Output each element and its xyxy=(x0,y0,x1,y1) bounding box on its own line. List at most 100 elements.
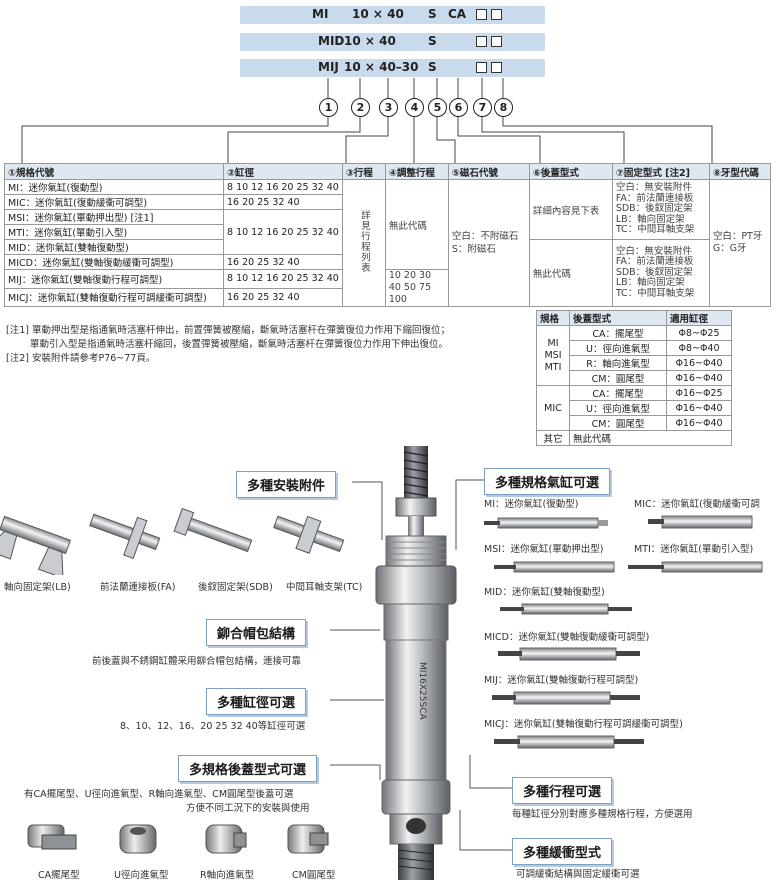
note-1b: 單動引入型是指通氣時活塞杆縮回，後置彈簧被壓縮，斷氣時活塞杆在彈簧復位力作用下伸… xyxy=(30,339,449,350)
strokes-desc: 每種缸徑分別對應多種規格行程，方便選用 xyxy=(512,809,693,820)
bore-cell: 8 10 12 16 20 25 32 40 xyxy=(223,209,343,255)
mount-option: 空白：無安裝附件 xyxy=(615,182,692,194)
bores-desc: 8、10、12、16、20 25 32 40等缸徑可選 xyxy=(120,721,306,732)
mini-cylinder-illustration: MI16X25SCA xyxy=(375,446,457,880)
accessory-label-fa: 前法蘭連接板(FA) xyxy=(100,582,176,593)
circled-number-1: 1 xyxy=(319,98,338,117)
code-s: S xyxy=(428,60,437,74)
cap-type: 無此代碼 xyxy=(569,430,732,446)
cylinder-label-mic: MIC：迷你氣缸(復動緩衝可調 xyxy=(634,499,760,510)
model-cell: MICJ：迷你氣缸(雙軸復動行程可調緩衝可調型) xyxy=(4,287,224,307)
header-thread: ⑧牙型代碼 xyxy=(708,163,771,180)
cap-bore: Φ16~Φ40 xyxy=(666,400,732,416)
fa-flange-icon xyxy=(89,513,161,560)
bore-cell: 16 20 25 32 40 xyxy=(223,194,343,210)
cap-type: CM：圓尾型 xyxy=(569,415,667,431)
code-boxes xyxy=(474,60,504,74)
bore-cell: 16 20 25 32 40 xyxy=(223,254,343,270)
cover-illustrations xyxy=(27,824,329,854)
magnet-cell: 空白：不附磁石 S：附磁石 xyxy=(447,179,530,307)
cover-type-table: 規格 後蓋型式 適用缸徑 MI MSI MTI CA：擺尾型 Φ8~Φ25 U：… xyxy=(536,310,732,446)
code-base: MIJ xyxy=(318,60,339,74)
cylinder-mi-icon xyxy=(484,517,608,529)
cylinder-mic-icon xyxy=(648,515,753,529)
cap-bore: Φ8~Φ25 xyxy=(666,325,732,341)
cap-type: CA：擺尾型 xyxy=(569,385,667,401)
cylinder-msi-icon xyxy=(494,561,615,573)
circled-number-3: 3 xyxy=(379,98,398,117)
model-code-table: ①規格代號 ②缸徑 ③行程 ④調整行程 ⑤磁石代號 ⑥後蓋型式 ⑦固定型式 [注… xyxy=(4,163,771,307)
circled-number-5: 5 xyxy=(428,98,447,117)
stroke-cell: 詳見行程列表 xyxy=(358,210,370,273)
mount-cell-2: 空白：無安裝附件 FA：前法蘭連接板 SDB：後釵固定架 LB：軸向固定架 TC… xyxy=(611,239,710,307)
code-base: MI xyxy=(312,7,329,21)
callout-bores: 多種缸徑可選 xyxy=(206,688,307,715)
cap-header: 規格 xyxy=(536,310,570,326)
thread-cell: 空白：PT牙 G：G牙 xyxy=(708,179,771,307)
accessory-label-sdb: 後釵固定架(SDB) xyxy=(198,582,273,593)
code-boxes xyxy=(474,34,504,48)
circled-number-6: 6 xyxy=(449,98,468,117)
header-stroke: ③行程 xyxy=(341,163,386,180)
accessory-label-tc: 中間耳軸支架(TC) xyxy=(286,582,363,593)
bore-cell: 16 20 25 32 40 xyxy=(223,287,343,307)
cylinder-label-micj: MICJ：迷你氣缸(雙軸復動行程可調緩衝可調型) xyxy=(484,719,683,730)
cylinder-label-mid: MID：迷你氣缸(雙軸復動型) xyxy=(484,587,605,598)
circled-number-7: 7 xyxy=(473,98,492,117)
callout-specs: 多種規格氣缸可選 xyxy=(484,468,611,495)
model-cell: MSI：迷你氣缸(單動押出型) [注1] xyxy=(4,209,224,225)
mount-option: TC：中間耳軸支架 xyxy=(615,224,695,236)
covers-desc-1: 有CA擺尾型、U徑向進氣型、R軸向進氣型、CM圓尾型後蓋可選 xyxy=(24,789,294,800)
riveted-desc: 前後蓋與不銹鋼缸體采用鉚合帽包結構，連接可靠 xyxy=(92,656,302,667)
cover-none-cell: 無此代碼 xyxy=(528,239,613,307)
cushion-desc: 可調緩衝結構與固定緩衝可選 xyxy=(516,869,640,880)
cylinder-micd-icon xyxy=(498,647,640,661)
code-bar-mid: MID 10 × 40 S xyxy=(240,33,545,51)
mount-option: FA：前法蘭連接板 xyxy=(615,192,694,204)
cap-group: MI MSI MTI xyxy=(536,325,570,386)
mount-cell-1: 空白：無安裝附件 FA：前法蘭連接板 SDB：後釵固定架 LB：軸向固定架 TC… xyxy=(611,179,710,240)
code-s: S xyxy=(428,34,437,48)
cap-header: 後蓋型式 xyxy=(569,310,667,326)
sdb-bracket-icon xyxy=(173,507,253,553)
cap-group: 其它 xyxy=(536,430,570,446)
cap-bore: Φ8~Φ40 xyxy=(666,340,732,356)
header-magnet: ⑤磁石代號 xyxy=(447,163,530,180)
ca-cover-icon xyxy=(27,824,77,850)
cylinder-variant-illustrations xyxy=(484,515,763,749)
cap-bore: Φ16~Φ40 xyxy=(666,355,732,371)
cylinder-mij-icon xyxy=(492,691,640,705)
cap-bore: Φ16~Φ40 xyxy=(666,370,732,386)
cover-detail-cell: 詳細內容見下表 xyxy=(528,179,613,240)
model-cell: MID：迷你氣缸(雙軸復動型) xyxy=(4,239,224,255)
adjust-none-cell: 無此代碼 xyxy=(384,179,449,270)
cylinder-label-msi: MSI：迷你氣缸(單動押出型) xyxy=(484,544,604,555)
r-cover-icon xyxy=(205,824,247,854)
model-cell: MTI：迷你氣缸(單動引入型) xyxy=(4,224,224,240)
code-boxes xyxy=(474,7,504,21)
code-size: 10 × 40 xyxy=(344,34,396,48)
header-cover: ⑥後蓋型式 xyxy=(528,163,613,180)
callout-covers: 多規格後蓋型式可選 xyxy=(178,755,318,782)
magnet-option: S：附磁石 xyxy=(451,244,496,255)
callout-riveted: 鉚合帽包結構 xyxy=(206,619,307,646)
accessory-label-lb: 軸向固定架(LB) xyxy=(4,582,71,593)
cylinder-micj-icon xyxy=(494,735,644,749)
mount-option: 空白：無安裝附件 xyxy=(615,245,692,257)
callout-cushion: 多種緩衝型式 xyxy=(512,838,613,865)
circled-number-8: 8 xyxy=(494,98,513,117)
cylinder-label-micd: MICD：迷你氣缸(雙軸復動緩衝可調型) xyxy=(484,632,650,643)
u-cover-icon xyxy=(119,824,157,854)
magnet-option: 空白：不附磁石 xyxy=(451,231,519,242)
mount-option: LB：軸向固定架 xyxy=(615,213,685,225)
code-size: 10 × 40–30 xyxy=(344,60,419,74)
mount-option: SDB：後釵固定架 xyxy=(615,203,693,215)
model-cell: MIC：迷你氣缸(復動緩衝可調型) xyxy=(4,194,224,210)
lb-bracket-icon xyxy=(0,515,71,575)
cap-bore: Φ16~Φ25 xyxy=(666,385,732,401)
code-bar-mij: MIJ 10 × 40–30 S xyxy=(240,59,545,77)
code-suffix: CA xyxy=(448,7,467,21)
note-2: [注2] 安裝附件請參考P76~77頁。 xyxy=(6,353,156,364)
cover-label-r: R軸向進氣型 xyxy=(200,870,255,881)
mount-option: SDB：後釵固定架 xyxy=(615,266,693,278)
